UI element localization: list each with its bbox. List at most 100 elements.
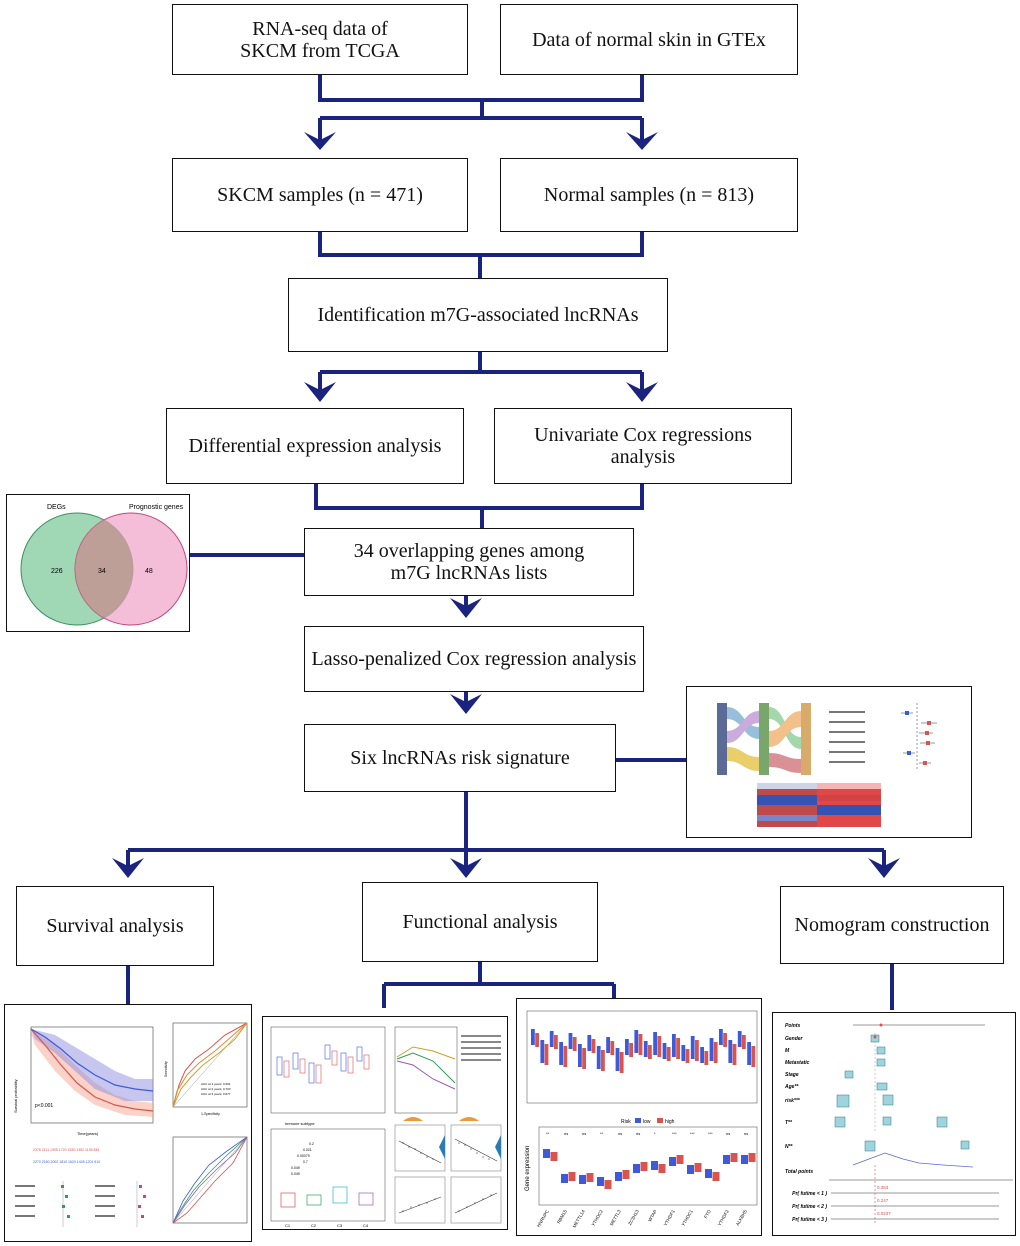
gene-box-high (748, 1153, 756, 1162)
nomogram-row-label: Gender (785, 1036, 804, 1042)
gene-box-low (561, 1174, 568, 1183)
km-ylabel: Survival probability (13, 1079, 18, 1113)
top-box-low (615, 1048, 620, 1071)
gene-box-low (723, 1155, 730, 1164)
sig-mark: *** (672, 1131, 677, 1136)
nomogram-row-label: risk*** (785, 1098, 801, 1104)
top-box-low (719, 1029, 723, 1045)
gene-box-high (730, 1153, 738, 1162)
gene-box-high (622, 1170, 630, 1179)
top-box-low (747, 1042, 751, 1065)
gene-box-high (586, 1173, 594, 1182)
functional-plots-left: Immune subtype 0.2 0.021 0.00079 0.7 0.0… (270, 1026, 502, 1228)
venn-left-title: DEGs (47, 504, 66, 511)
gene-box-high (712, 1172, 720, 1181)
box-gtex: Data of normal skin in GTEx (500, 4, 798, 75)
gene-box-low (543, 1149, 550, 1158)
sig-mark: *** (690, 1131, 695, 1136)
sig-mark: ns (582, 1131, 586, 1136)
top-box-high (648, 1045, 652, 1059)
gene-label: ALKBH5 (735, 1209, 748, 1227)
top-box-high (610, 1041, 615, 1055)
gene-box-low (741, 1155, 748, 1164)
stat-2: 0.021 (303, 1148, 312, 1152)
gene-box-high (568, 1172, 576, 1181)
stat-1: 0.2 (309, 1142, 314, 1146)
top-box-high (676, 1038, 680, 1059)
top-box-high (544, 1044, 549, 1065)
venn-overlap (75, 520, 133, 618)
box-signature: Six lncRNAs risk signature (304, 724, 616, 792)
venn-left-count: 226 (51, 568, 63, 575)
km-xlabel: Time(years) (77, 1131, 99, 1136)
box-univariate: Univariate Cox regressions analysis (494, 408, 792, 484)
top-box-low (549, 1031, 554, 1047)
top-box-high (657, 1036, 662, 1057)
top-box-low (690, 1036, 695, 1059)
venn-right-count: 48 (145, 568, 153, 575)
risk-legend-low: low (643, 1119, 651, 1125)
gene-box-high (694, 1163, 702, 1172)
top-box-low (728, 1040, 733, 1063)
top-box-low (578, 1044, 582, 1067)
venn-panel: DEGs Prognostic genes 226 34 48 (6, 494, 190, 632)
nomo-value-1: 0.363 (877, 1185, 889, 1190)
top-box-low (737, 1031, 742, 1047)
sig-mark: * (654, 1131, 656, 1136)
roc-auc3: AUC at 3 years: 0.677 (201, 1092, 231, 1096)
box-functional: Functional analysis (362, 882, 598, 962)
top-box-high (619, 1052, 624, 1073)
top-box-high (572, 1037, 577, 1051)
top-box-low (662, 1043, 667, 1059)
gene-label: YTHDC1 (681, 1209, 695, 1228)
cluster-c3: C3 (337, 1223, 343, 1228)
gene-box-low (615, 1172, 622, 1181)
cluster-c2: C2 (311, 1223, 317, 1228)
gene-box-low (597, 1177, 604, 1186)
roc-auc2: AUC at 2 years: 0.703 (201, 1087, 231, 1091)
gene-box-high (550, 1152, 558, 1161)
nomogram-row-label: Total points (785, 1169, 813, 1175)
top-box-high (638, 1034, 643, 1055)
gene-box-high (640, 1162, 648, 1171)
top-box-high (666, 1047, 671, 1061)
top-box-high (582, 1048, 586, 1069)
top-box-high (723, 1033, 727, 1047)
top-box-low (625, 1039, 629, 1055)
gene-label: HNRNPC (536, 1208, 550, 1228)
gene-label: METTL14 (572, 1209, 586, 1229)
box-identification: Identification m7G-associated lncRNAs (288, 278, 668, 352)
signature-thumbnail-panel (686, 686, 972, 838)
sig-mark: ns (636, 1131, 640, 1136)
gene-label: WTAP (647, 1209, 658, 1222)
survival-plots: p<0.001 Survival probability Time(years)… (13, 1022, 248, 1227)
gene-box-low (705, 1169, 712, 1178)
stat-6: 0.049 (291, 1172, 300, 1176)
top-box-high (685, 1049, 690, 1063)
gene-box-high (658, 1164, 666, 1173)
top-box-high (713, 1042, 718, 1063)
gene-label: FTO (703, 1209, 712, 1220)
signature-thumbnail (717, 703, 937, 827)
sig-mark: ns (744, 1131, 748, 1136)
sig-mark: ns (564, 1131, 568, 1136)
venn-overlap-count: 34 (98, 568, 106, 575)
top-box-low (709, 1038, 714, 1061)
roc-auc1: AUC at 1 years: 0.691 (201, 1082, 231, 1086)
sig-mark: *** (708, 1131, 713, 1136)
nomogram-row-label: Stage (785, 1072, 799, 1078)
box-skcm-samples: SKCM samples (n = 471) (172, 158, 468, 232)
box-survival: Survival analysis (16, 886, 214, 966)
roc-ylabel: Sensitivity (164, 1061, 168, 1077)
top-box-high (695, 1040, 699, 1061)
box-rnaseq: RNA-seq data of SKCM from TCGA (172, 4, 468, 75)
functional-plots-right: Gene expression **HNRNPCnsRBM15nsMETTL14… (525, 1010, 758, 1229)
top-box-low (643, 1041, 648, 1057)
functional-panel-left: Immune subtype 0.2 0.021 0.00079 0.7 0.0… (262, 1016, 508, 1230)
gene-label: ZC3H13 (627, 1209, 640, 1226)
top-box-low (596, 1046, 601, 1069)
box-overlap: 34 overlapping genes among m7G lncRNAs l… (304, 528, 634, 596)
nomo-value-2: 0.247 (877, 1198, 889, 1203)
